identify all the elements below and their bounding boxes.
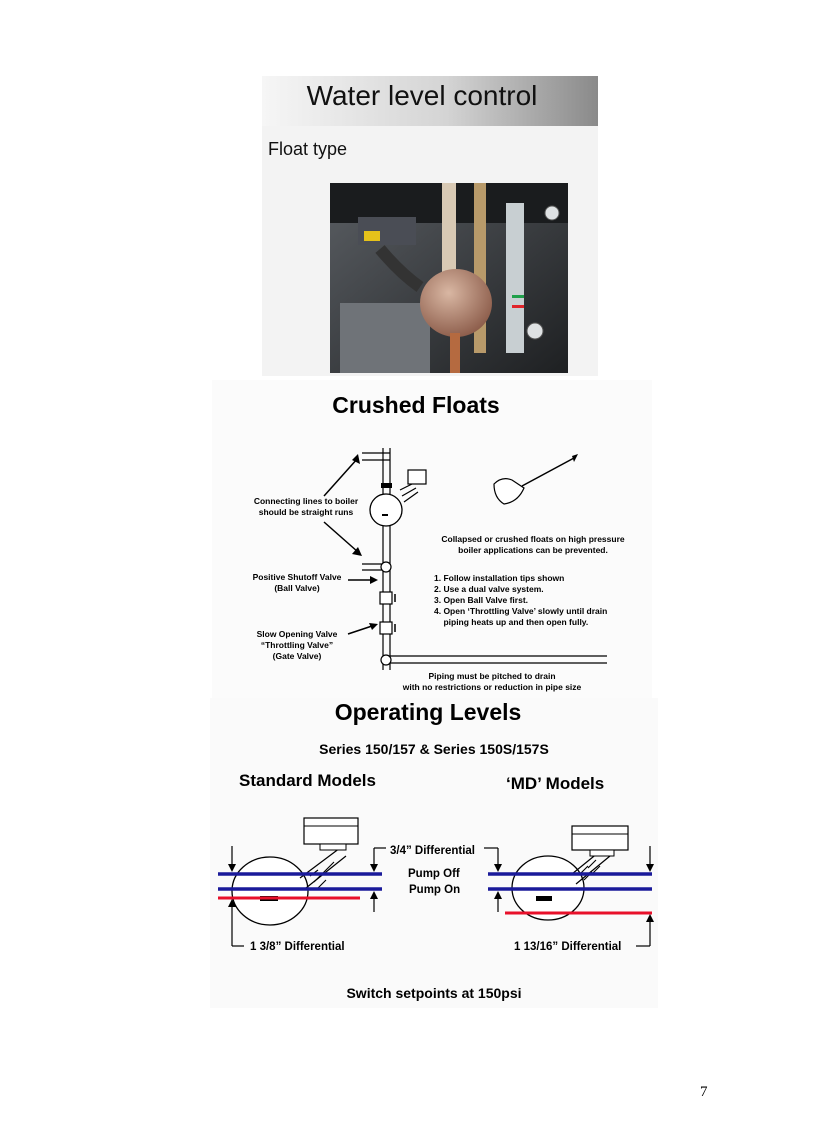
pump-off-label: Pump Off (408, 868, 460, 880)
slide-title: Crushed Floats (332, 392, 500, 418)
standard-float-icon (231, 817, 359, 926)
photo-illustration (330, 183, 568, 373)
title-bar: Water level control (262, 76, 598, 126)
slide-crushed-floats: Crushed Floats Connecting lines to boile… (212, 380, 652, 698)
tip-4-continued: piping heats up and then open fully. (434, 617, 589, 628)
collapsed-floats-note: Collapsed or crushed floats on high pres… (441, 534, 625, 556)
crushed-float-diagram (323, 448, 607, 670)
page-number: 7 (700, 1084, 708, 1100)
operating-levels-diagram (218, 817, 654, 947)
piping-note: Piping must be pitched to drain with no … (402, 671, 582, 693)
label-shutoff-valve: Positive Shutoff Valve (Ball Valve) (252, 572, 342, 594)
series-subtitle: Series 150/157 & Series 150S/157S (319, 741, 549, 757)
slide-subtitle: Float type (268, 139, 348, 159)
md-models-heading: ‘MD’ Models (506, 774, 605, 793)
setpoint-footer: Switch setpoints at 150psi (346, 985, 522, 1001)
label-connecting-lines: Connecting lines to boiler should be str… (253, 496, 359, 518)
slide-title: Operating Levels (334, 699, 522, 725)
tip-3: 3. Open Ball Valve first. (434, 595, 529, 606)
tip-2: 2. Use a dual valve system. (434, 584, 544, 595)
slide-operating-levels: Operating Levels Series 150/157 & Series… (210, 698, 658, 1008)
standard-models-heading: Standard Models (239, 771, 376, 790)
tip-4: 4. Open ‘Throttling Valve’ slowly until … (434, 606, 608, 617)
differential-top-label: 3/4” Differential (390, 845, 475, 857)
label-throttling-valve: Slow Opening Valve “Throttling Valve” (G… (256, 629, 338, 662)
slide-water-level-control: Water level control Float type (262, 76, 598, 376)
differential-left-label: 1 3/8” Differential (250, 941, 345, 953)
tip-1: 1. Follow installation tips shown (434, 573, 565, 583)
slide-title: Water level control (306, 80, 538, 111)
float-control-photo (330, 183, 568, 373)
installation-tips: 1. Follow installation tips shown 2. Use… (434, 573, 607, 628)
differential-right-label: 1 13/16” Differential (514, 941, 622, 953)
pump-on-label: Pump On (409, 884, 461, 896)
